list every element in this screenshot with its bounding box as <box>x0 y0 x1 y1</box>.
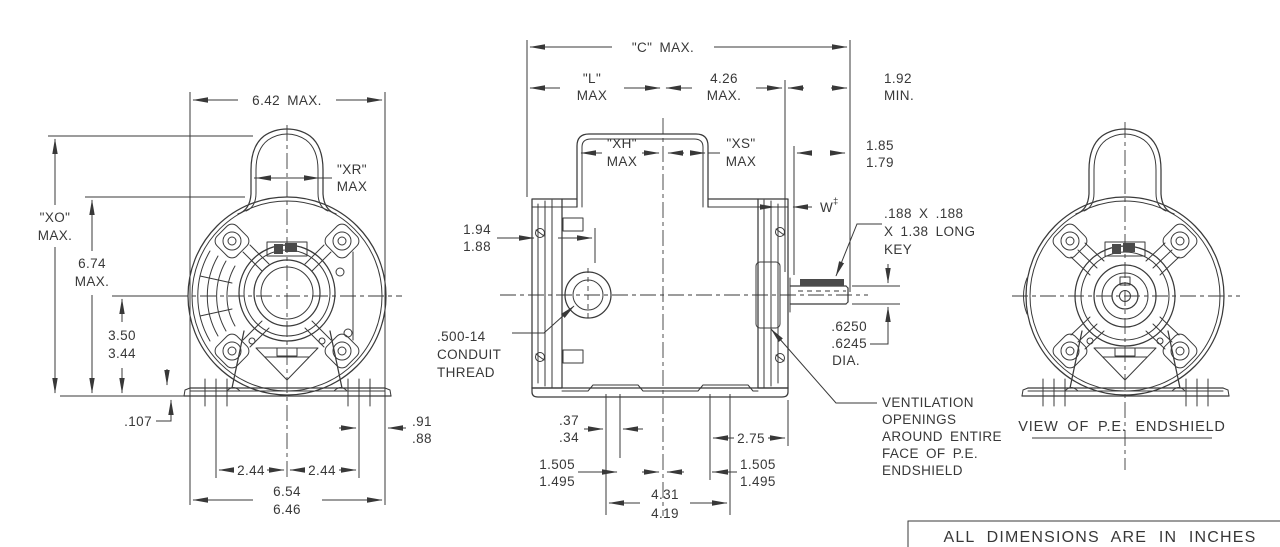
ribs-pe <box>1070 242 1180 350</box>
feet-front <box>60 378 392 407</box>
bolt-bosses-pe <box>1052 223 1198 369</box>
side-view: "C" MAX. "L" MAX 4.26 MAX. 1.92 MIN. "XH… <box>437 40 1002 521</box>
key-label-1: .188 X .188 <box>884 206 963 221</box>
dim-1505l-1: 1.505 <box>539 457 575 472</box>
dim-91-1: .91 <box>412 414 432 429</box>
side-view-dimensions: "C" MAX. "L" MAX 4.26 MAX. 1.92 MIN. "XH… <box>437 40 1002 521</box>
pe-view-caption: VIEW OF P.E. ENDSHIELD <box>1018 419 1225 435</box>
dim-275: 2.75 <box>737 431 765 446</box>
pe-endshield-view: VIEW OF P.E. ENDSHIELD <box>1012 122 1240 470</box>
dim-91-2: .88 <box>412 431 432 446</box>
dim-xr-2: MAX <box>337 179 367 194</box>
dim-654-1: 6.54 <box>273 484 301 499</box>
dim-350-1: 3.50 <box>108 328 136 343</box>
vent-label-4: FACE OF P.E. <box>882 446 978 461</box>
dim-l-1: "L" <box>583 71 601 86</box>
vent-slots-front <box>197 250 236 342</box>
footer-note-text: ALL DIMENSIONS ARE IN INCHES <box>943 529 1256 546</box>
footer-note-box: ALL DIMENSIONS ARE IN INCHES <box>907 520 1280 547</box>
dim-185-1: 1.85 <box>866 138 894 153</box>
conduit-label-2: CONDUIT <box>437 347 501 362</box>
dim-l-2: MAX <box>577 88 607 103</box>
dim-185-2: 1.79 <box>866 155 894 170</box>
vent-label-1: VENTILATION <box>882 395 974 410</box>
dim-107: .107 <box>124 414 152 429</box>
dim-xh-1: "XH" <box>607 136 637 151</box>
dim-192-1: 1.92 <box>884 71 912 86</box>
dim-426-1: 4.26 <box>710 71 738 86</box>
dim-431-1: 4.31 <box>651 487 679 502</box>
front-view: 6.42 MAX. "XR" MAX "XO" MAX. 6.74 MAX. 3… <box>38 92 432 517</box>
dim-654-2: 6.46 <box>273 502 301 517</box>
dim-xs-2: MAX <box>726 154 756 169</box>
dia-label-1: .6250 <box>831 319 867 334</box>
dim-37-2: .34 <box>559 430 579 445</box>
dim-244-left: 2.44 <box>237 463 265 478</box>
vent-label-5: ENDSHIELD <box>882 463 963 478</box>
dim-426-2: MAX. <box>707 88 742 103</box>
dim-194-1: 1.94 <box>463 222 491 237</box>
dim-w: W <box>820 200 833 215</box>
keyway <box>1119 276 1131 286</box>
dim-350-2: 3.44 <box>108 346 136 361</box>
dim-c: "C" MAX. <box>632 40 694 55</box>
dim-xo-1: "XO" <box>40 210 71 225</box>
front-view-dimensions: 6.42 MAX. "XR" MAX "XO" MAX. 6.74 MAX. 3… <box>38 93 432 517</box>
vent-label-2: OPENINGS <box>882 412 956 427</box>
shaft-key <box>800 279 844 286</box>
conduit-label-3: THREAD <box>437 365 495 380</box>
dim-244-right: 2.44 <box>308 463 336 478</box>
dim-xh-2: MAX <box>607 154 637 169</box>
shaft <box>789 277 849 313</box>
dim-642: 6.42 MAX. <box>252 93 322 108</box>
dia-label-3: DIA. <box>832 353 860 368</box>
dim-192-2: MIN. <box>884 88 914 103</box>
vent-label-3: AROUND ENTIRE <box>882 429 1002 444</box>
dim-194-2: 1.88 <box>463 239 491 254</box>
key-label-3: KEY <box>884 242 912 257</box>
dim-1505l-2: 1.495 <box>539 474 575 489</box>
dim-w-sup: ‡ <box>833 196 838 207</box>
dim-xs-1: "XS" <box>726 136 755 151</box>
conduit-label-1: .500-14 <box>437 329 486 344</box>
dim-xo-2: MAX. <box>38 228 73 243</box>
ribs-front <box>242 244 332 348</box>
feet-pe <box>1021 378 1230 407</box>
dim-1505r-2: 1.495 <box>740 474 776 489</box>
dim-674-2: MAX. <box>75 274 110 289</box>
dim-37-1: .37 <box>559 413 579 428</box>
dim-674-1: 6.74 <box>78 256 106 271</box>
dim-431-2: 4.19 <box>651 506 679 521</box>
bolt-bosses-front <box>214 223 360 369</box>
dia-label-2: .6245 <box>831 336 867 351</box>
dim-xr-1: "XR" <box>337 162 367 177</box>
dim-1505r-1: 1.505 <box>740 457 776 472</box>
key-label-2: X 1.38 LONG <box>884 224 975 239</box>
